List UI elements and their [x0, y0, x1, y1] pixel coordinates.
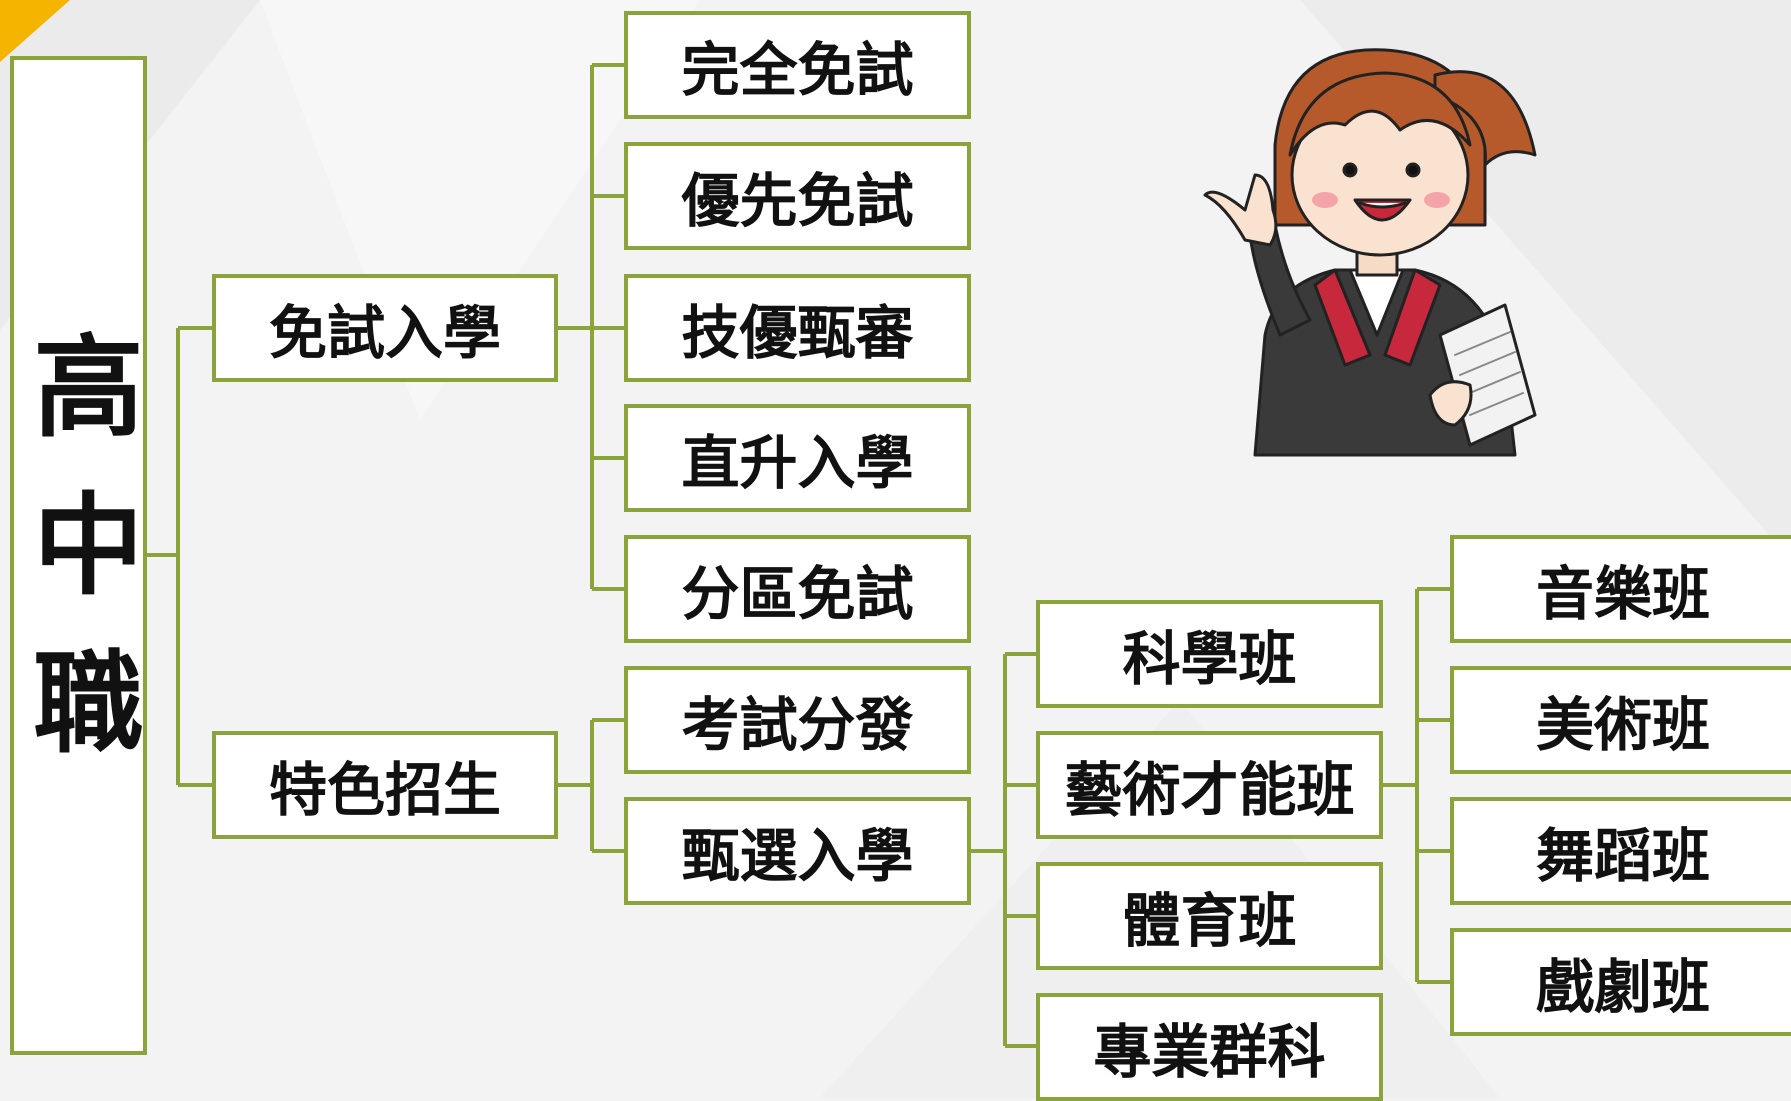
node-label: 技優甄審 — [681, 299, 914, 367]
node-selection-child: 藝術才能班 — [1036, 731, 1383, 839]
node-label: 戲劇班 — [1535, 953, 1710, 1021]
node-label: 美術班 — [1535, 691, 1710, 759]
accent-corner — [0, 0, 70, 62]
node-arts-child: 舞蹈班 — [1450, 797, 1791, 905]
node-free-exam-child: 技優甄審 — [624, 274, 971, 382]
node-free-exam-child: 完全免試 — [624, 11, 971, 119]
node-label: 體育班 — [1122, 887, 1297, 955]
node-featured-child: 考試分發 — [624, 666, 971, 774]
node-label: 音樂班 — [1535, 560, 1710, 628]
node-label: 考試分發 — [681, 691, 914, 759]
node-label: 直升入學 — [681, 429, 914, 497]
node-label: 藝術才能班 — [1064, 756, 1355, 824]
node-label: 科學班 — [1122, 625, 1297, 693]
node-selection-child: 體育班 — [1036, 862, 1383, 970]
node-label: 甄選入學 — [681, 822, 914, 890]
node-free-exam: 免試入學 — [212, 274, 558, 382]
node-label: 專業群科 — [1093, 1018, 1326, 1086]
node-free-exam-child: 直升入學 — [624, 404, 971, 512]
node-free-exam-child: 分區免試 — [624, 535, 971, 643]
node-label: 完全免試 — [681, 36, 914, 104]
node-arts-child: 音樂班 — [1450, 535, 1791, 643]
node-arts-child: 戲劇班 — [1450, 928, 1791, 1036]
node-label: 舞蹈班 — [1535, 822, 1710, 890]
node-label: 分區免試 — [681, 560, 914, 628]
root-node: 高中職 — [10, 56, 147, 1055]
node-free-exam-child: 優先免試 — [624, 142, 971, 250]
node-arts-child: 美術班 — [1450, 666, 1791, 774]
node-label: 特色招生 — [268, 756, 501, 824]
root-label: 高中職 — [14, 328, 143, 803]
node-featured: 特色招生 — [212, 731, 558, 839]
teacher-character-illustration — [1203, 48, 1537, 457]
node-selection-child: 科學班 — [1036, 600, 1383, 708]
node-selection-child: 專業群科 — [1036, 993, 1383, 1101]
node-label: 免試入學 — [268, 299, 501, 367]
node-featured-child: 甄選入學 — [624, 797, 971, 905]
node-label: 優先免試 — [681, 167, 914, 235]
